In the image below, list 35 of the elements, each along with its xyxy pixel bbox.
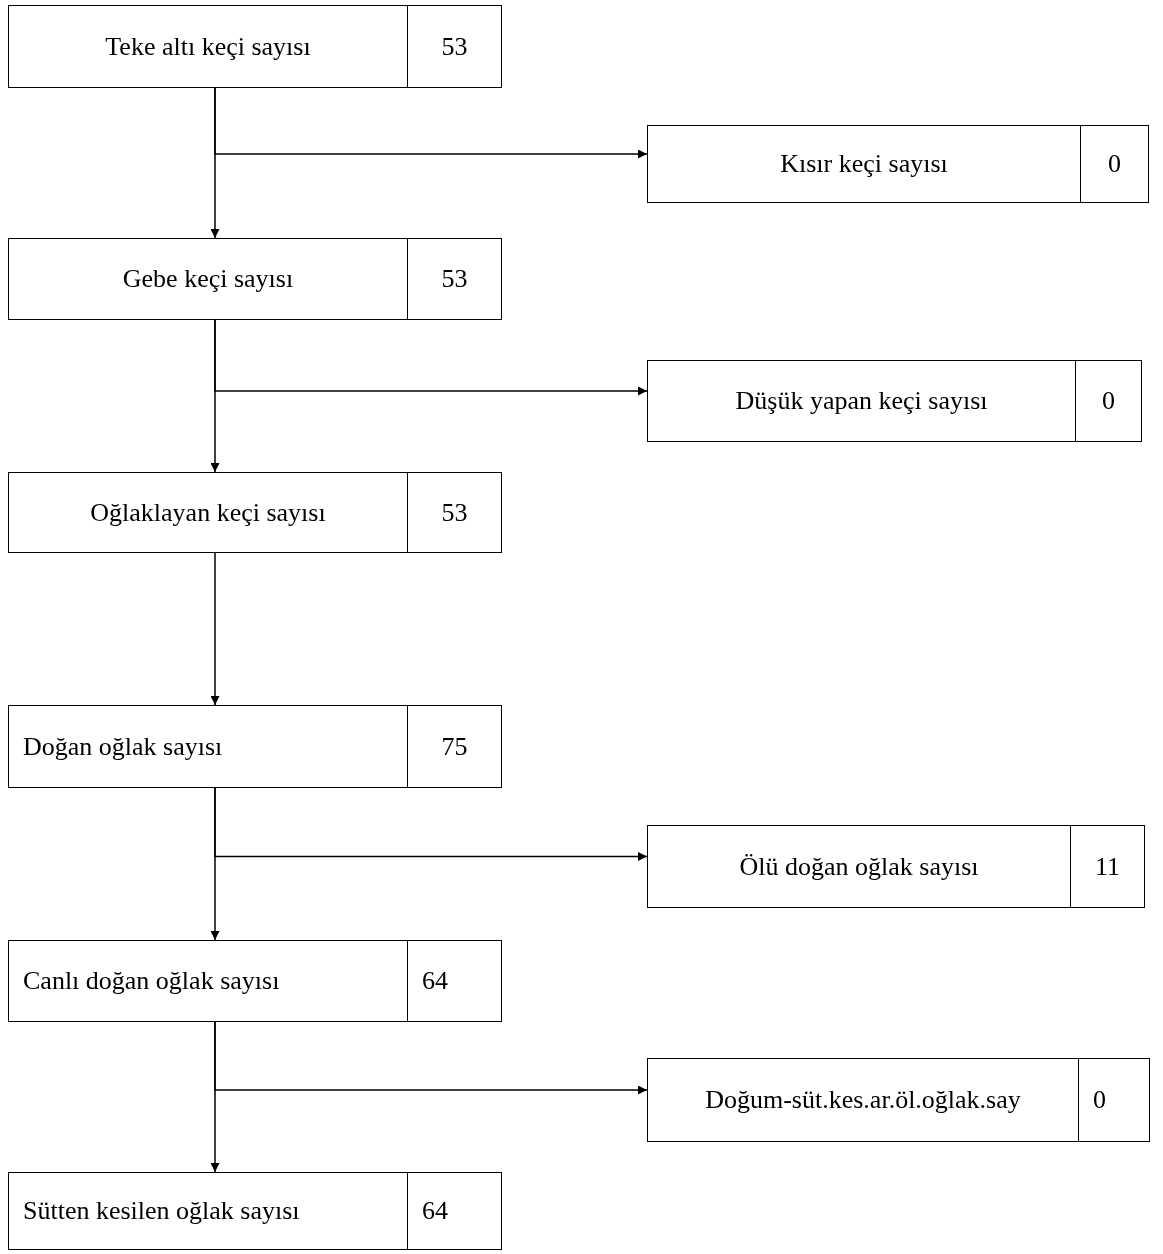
row-label: Oğlaklayan keçi sayısı xyxy=(90,497,326,528)
count-value: 0 xyxy=(1093,1085,1106,1115)
count-value: 0 xyxy=(1108,149,1121,179)
count-value: 53 xyxy=(441,31,468,62)
table-box xyxy=(647,825,1145,908)
row-label: Doğum-süt.kes.ar.öl.oğlak.say xyxy=(705,1085,1021,1115)
count-value: 75 xyxy=(441,731,468,762)
table-box xyxy=(8,705,502,788)
row-label: Kısır keçi sayısı xyxy=(780,149,948,179)
table-box xyxy=(8,238,502,320)
row-label: Teke altı keçi sayısı xyxy=(105,31,311,62)
table-box xyxy=(647,125,1149,203)
arrow xyxy=(214,87,648,159)
count-value: 0 xyxy=(1102,386,1115,416)
count-value: 53 xyxy=(441,497,468,528)
table-box xyxy=(8,472,502,553)
table-box xyxy=(8,940,502,1022)
count-value: 11 xyxy=(1094,851,1120,882)
count-value: 64 xyxy=(422,1196,448,1226)
row-label: Doğan oğlak sayısı xyxy=(23,731,223,762)
count-value: 53 xyxy=(441,264,468,294)
arrow xyxy=(214,787,648,861)
arrow xyxy=(214,319,648,396)
arrow xyxy=(214,1021,648,1095)
arrow xyxy=(210,552,220,706)
row-label: Canlı doğan oğlak sayısı xyxy=(23,966,280,996)
table-box xyxy=(8,1172,502,1250)
table-box xyxy=(647,1058,1150,1142)
row-label: Gebe keçi sayısı xyxy=(122,264,294,294)
row-label: Düşük yapan keçi sayısı xyxy=(735,386,988,416)
table-box xyxy=(8,5,502,88)
row-label: Ölü doğan oğlak sayısı xyxy=(739,851,979,882)
table-box xyxy=(647,360,1142,442)
count-value: 64 xyxy=(422,966,448,996)
row-label: Sütten kesilen oğlak sayısı xyxy=(23,1196,300,1226)
